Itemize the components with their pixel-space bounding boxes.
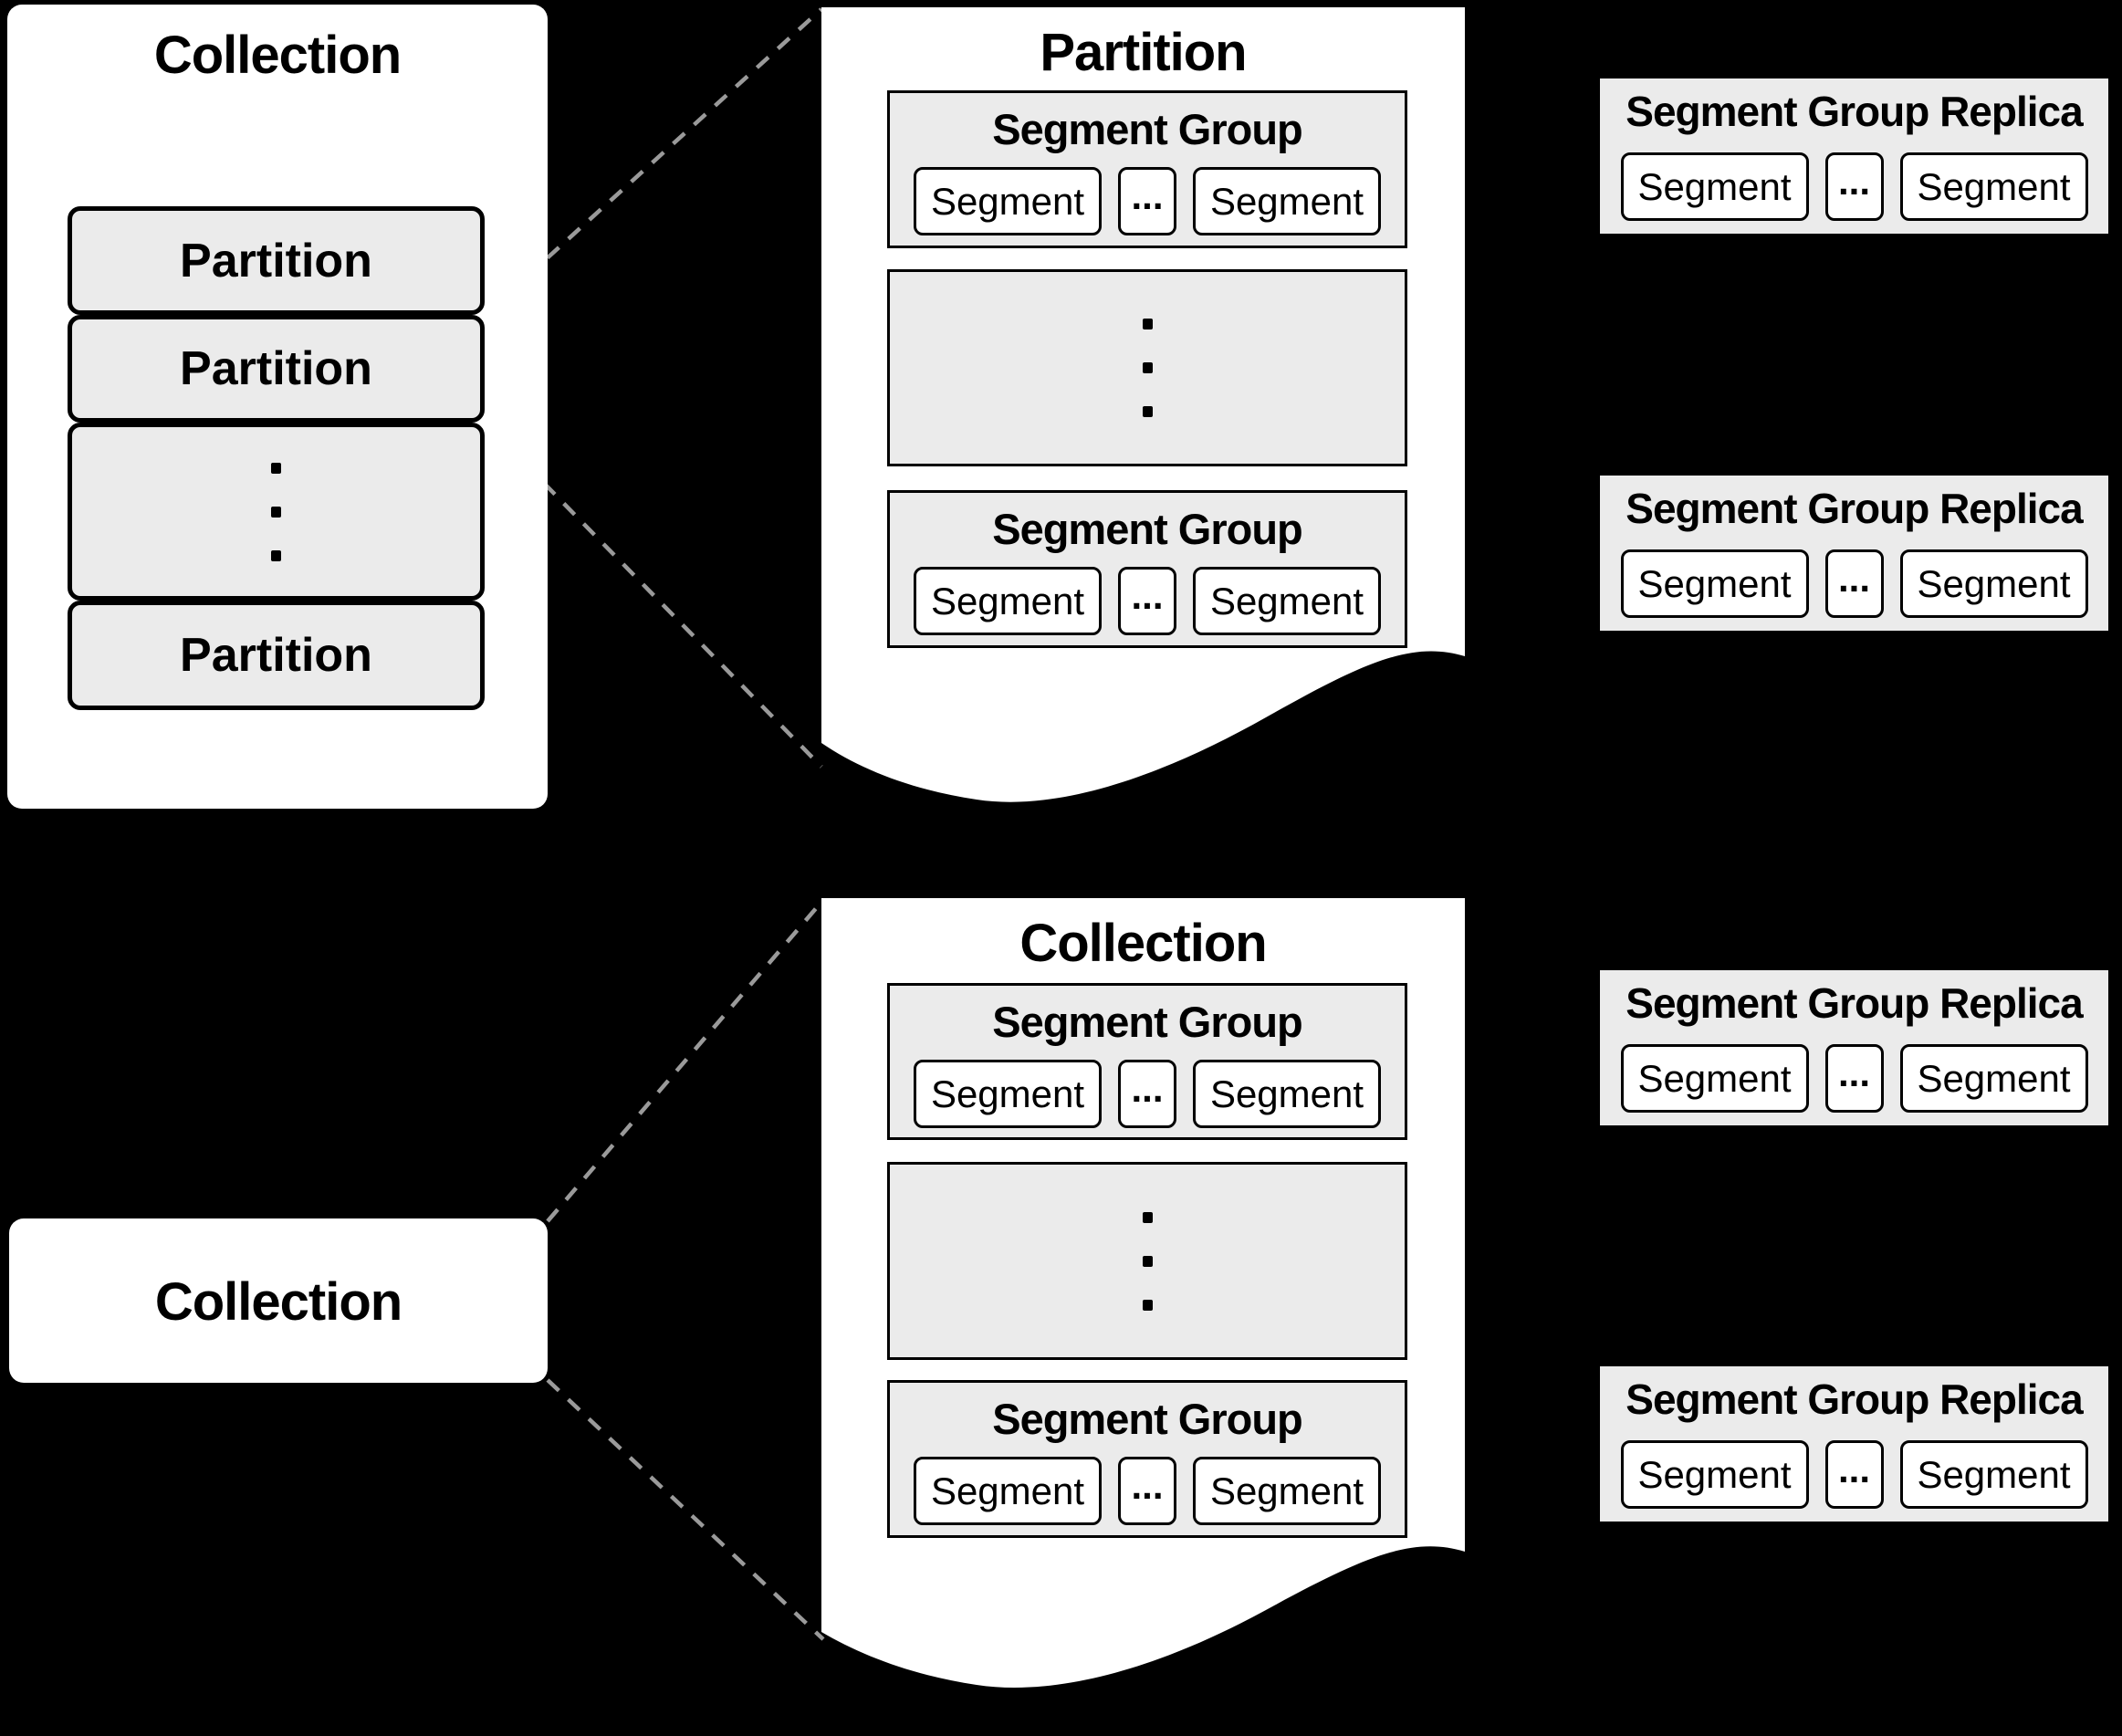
segment-group-replica-box: Segment Group Replica Segment ... Segmen… — [1600, 970, 2108, 1125]
ellipsis-label: ... — [1837, 159, 1870, 203]
segment-box: Segment — [914, 1060, 1102, 1128]
collection-overview-box: Collection Partition Partition Partition — [7, 5, 548, 809]
partition-panel-title: Partition — [1040, 23, 1247, 82]
segment-group-box: Segment Group Segment ... Segment — [887, 1380, 1407, 1538]
partition-row: Partition — [68, 315, 485, 423]
ellipsis-box: ... — [1824, 1440, 1884, 1509]
collection-title: Collection — [153, 26, 402, 85]
segment-label: Segment — [1917, 1452, 2071, 1496]
collection-title: Collection — [154, 1272, 402, 1332]
segment-box: Segment — [1193, 1060, 1381, 1128]
segment-group-replica-title: Segment Group Replica — [1625, 979, 2083, 1027]
segment-label: Segment — [1209, 179, 1364, 223]
segment-group-replica-title: Segment Group Replica — [1625, 1375, 2083, 1423]
segment-row: Segment ... Segment — [890, 167, 1405, 235]
segment-box: Segment — [1620, 1044, 1809, 1113]
ellipsis-label: ... — [1131, 173, 1164, 217]
segment-box: Segment — [1899, 1440, 2088, 1509]
segment-box: Segment — [1899, 1044, 2088, 1113]
segment-box: Segment — [914, 1457, 1102, 1525]
segment-row: Segment ... Segment — [1600, 549, 2108, 618]
zoom-connector-line — [546, 898, 825, 1223]
segment-group-title: Segment Group — [992, 505, 1303, 553]
ellipsis-label: ... — [1131, 573, 1164, 617]
vertical-ellipsis-icon — [1142, 1211, 1153, 1311]
more-partitions-box — [68, 423, 485, 601]
segment-group-title: Segment Group — [992, 105, 1303, 153]
segment-label: Segment — [1917, 561, 2071, 605]
ellipsis-label: ... — [1837, 1447, 1870, 1490]
segment-group-title: Segment Group — [992, 1395, 1303, 1443]
collection-detail-panel: Collection Segment Group Segment ... Seg… — [821, 898, 1465, 1710]
segment-label: Segment — [1209, 1469, 1364, 1512]
segment-label: Segment — [1637, 1056, 1792, 1100]
vertical-ellipsis-icon — [271, 462, 281, 561]
segment-row: Segment ... Segment — [890, 1060, 1405, 1128]
ellipsis-box: ... — [1118, 567, 1176, 635]
ellipsis-box: ... — [1824, 152, 1884, 221]
segment-label: Segment — [1917, 1056, 2071, 1100]
more-segment-groups-box — [887, 1162, 1407, 1360]
segment-label: Segment — [1917, 164, 2071, 208]
segment-label: Segment — [1637, 1452, 1792, 1496]
segment-group-box: Segment Group Segment ... Segment — [887, 490, 1407, 648]
segment-group-replica-box: Segment Group Replica Segment ... Segmen… — [1600, 476, 2108, 631]
segment-box: Segment — [1620, 152, 1809, 221]
ellipsis-box: ... — [1118, 167, 1176, 235]
partition-detail-panel: Partition Segment Group Segment ... Segm… — [821, 7, 1465, 821]
collection-overview-box: Collection — [9, 1218, 548, 1383]
segment-row: Segment ... Segment — [1600, 1044, 2108, 1113]
segment-label: Segment — [1209, 579, 1364, 622]
segment-label: Segment — [930, 579, 1085, 622]
segment-group-title: Segment Group — [992, 998, 1303, 1046]
zoom-connector-line — [483, 421, 823, 769]
segment-row: Segment ... Segment — [890, 567, 1405, 635]
zoom-connector-line — [483, 7, 823, 317]
segment-row: Segment ... Segment — [1600, 1440, 2108, 1509]
segment-label: Segment — [1637, 164, 1792, 208]
segment-box: Segment — [1193, 567, 1381, 635]
segment-group-box: Segment Group Segment ... Segment — [887, 983, 1407, 1140]
ellipsis-label: ... — [1131, 1463, 1164, 1507]
segment-box: Segment — [914, 167, 1102, 235]
segment-label: Segment — [930, 1469, 1085, 1512]
segment-box: Segment — [914, 567, 1102, 635]
ellipsis-box: ... — [1824, 549, 1884, 618]
segment-box: Segment — [1620, 549, 1809, 618]
ellipsis-label: ... — [1131, 1066, 1164, 1110]
vertical-ellipsis-icon — [1142, 319, 1153, 417]
segment-box: Segment — [1899, 549, 2088, 618]
segment-group-replica-box: Segment Group Replica Segment ... Segmen… — [1600, 1366, 2108, 1522]
segment-box: Segment — [1193, 1457, 1381, 1525]
segment-group-box: Segment Group Segment ... Segment — [887, 90, 1407, 248]
segment-label: Segment — [1209, 1072, 1364, 1115]
segment-group-replica-title: Segment Group Replica — [1625, 88, 2083, 135]
more-segment-groups-box — [887, 269, 1407, 466]
segment-box: Segment — [1193, 167, 1381, 235]
ellipsis-box: ... — [1118, 1457, 1176, 1525]
segment-label: Segment — [930, 1072, 1085, 1115]
zoom-connector-line — [546, 1378, 825, 1641]
segment-box: Segment — [1620, 1440, 1809, 1509]
ellipsis-box: ... — [1118, 1060, 1176, 1128]
collection-panel-title: Collection — [1019, 914, 1267, 973]
ellipsis-label: ... — [1837, 1051, 1870, 1094]
partition-row: Partition — [68, 601, 485, 710]
partition-row: Partition — [68, 206, 485, 315]
ellipsis-label: ... — [1837, 556, 1870, 600]
segment-group-replica-title: Segment Group Replica — [1625, 485, 2083, 532]
ellipsis-box: ... — [1824, 1044, 1884, 1113]
segment-row: Segment ... Segment — [890, 1457, 1405, 1525]
segment-group-replica-box: Segment Group Replica Segment ... Segmen… — [1600, 78, 2108, 234]
segment-label: Segment — [1637, 561, 1792, 605]
segment-row: Segment ... Segment — [1600, 152, 2108, 221]
segment-label: Segment — [930, 179, 1085, 223]
segment-box: Segment — [1899, 152, 2088, 221]
